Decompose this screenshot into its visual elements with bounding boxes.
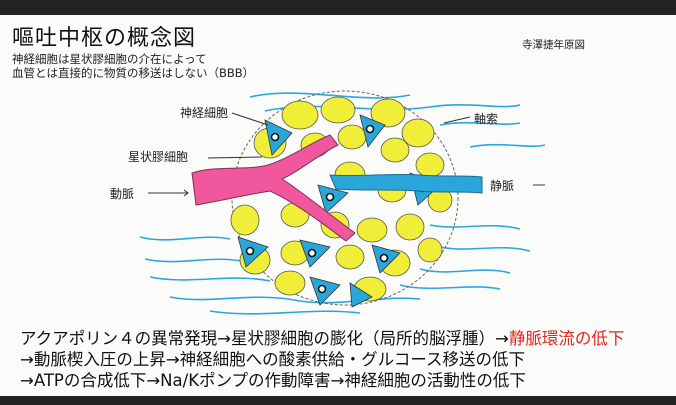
- label-neuron: 神経細胞: [180, 106, 229, 120]
- slide: 嘔吐中枢の概念図 神経細胞は星状膠細胞の介在によって 血管とは直接的に物質の移送…: [0, 15, 676, 396]
- explanation-text: アクアポリン４の異常発現→星状膠細胞の膨化（局所的脳浮腫）→静脈環流の低下 →動…: [20, 328, 624, 391]
- top-bar: [0, 0, 676, 15]
- label-axon: 軸索: [474, 112, 499, 126]
- axon-fibers: [139, 92, 546, 315]
- bottom-bar: [0, 396, 676, 405]
- neuron-nuclei: [245, 124, 427, 294]
- artery-vessel: [191, 134, 356, 242]
- label-artery: 動脈: [110, 187, 135, 201]
- vein-vessel: [329, 173, 483, 194]
- label-astrocyte: 星状膠細胞: [128, 150, 189, 164]
- explanation-line-3: →ATPの合成低下→Na/Kポンプの作動障害→神経細胞の活動性の低下: [20, 371, 526, 390]
- vomiting-center-diagram: [139, 90, 546, 315]
- author-credit: 寺澤捷年原図: [522, 39, 585, 51]
- explanation-line-1-main: アクアポリン４の異常発現→星状膠細胞の膨化（局所的脳浮腫）→: [20, 329, 509, 348]
- subtitle-line-2: 血管とは直接的に物質の移送はしない（BBB）: [12, 66, 255, 80]
- explanation-line-2: →動脈楔入圧の上昇→神経細胞への酸素供給・グルコース移送の低下: [20, 350, 525, 369]
- label-vein: 静脈: [490, 179, 515, 193]
- subtitle-line-1: 神経細胞は星状膠細胞の介在によって: [12, 52, 207, 66]
- slide-title: 嘔吐中枢の概念図: [12, 26, 197, 51]
- slide-subtitle: 神経細胞は星状膠細胞の介在によって 血管とは直接的に物質の移送はしない（BBB）: [12, 52, 254, 80]
- label-pointers: [148, 112, 545, 197]
- explanation-line-1-red: 静脈環流の低下: [508, 329, 625, 348]
- explanation-line-1: アクアポリン４の異常発現→星状膠細胞の膨化（局所的脳浮腫）→静脈環流の低下: [20, 328, 624, 349]
